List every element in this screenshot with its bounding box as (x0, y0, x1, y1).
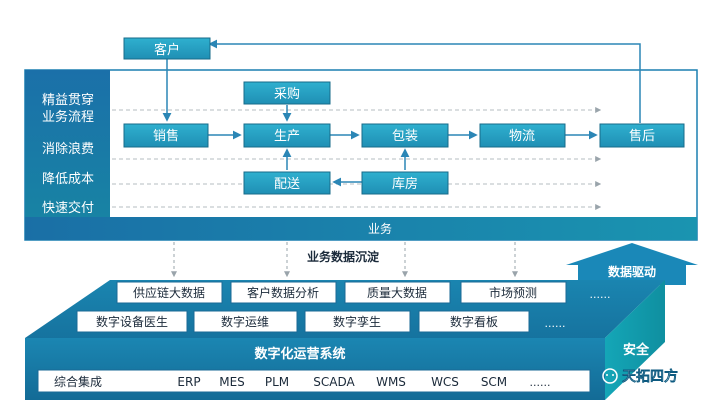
business-band (25, 217, 697, 240)
left-panel (25, 70, 110, 240)
after-sales-box: 售后 (599, 123, 685, 148)
packaging-box: 包装 (361, 123, 449, 148)
logistics-label: 物流 (509, 129, 535, 144)
flow-guidelines (112, 107, 602, 210)
logistics-box: 物流 (479, 123, 566, 148)
left-line-4: 降低成本 (42, 172, 94, 187)
digital-more: ...... (545, 317, 566, 330)
big-data-item-4-label: 市场预测 (489, 285, 537, 300)
customer-box: 客户 (123, 37, 211, 60)
production-label: 生产 (274, 129, 300, 144)
watermark-text: 天拓四方 (622, 368, 678, 385)
after-sales-label: 售后 (629, 128, 655, 144)
distribution-label: 配送 (274, 177, 300, 192)
wechat-icon (602, 368, 618, 384)
digital-item-3-label: 数字孪生 (333, 314, 381, 329)
digital-item-4-label: 数字看板 (450, 314, 498, 329)
digital-item-1-label: 数字设备医生 (96, 314, 168, 329)
digital-row: 数字设备医生 数字运维 数字孪生 数字看板 ...... (76, 310, 566, 333)
flow-arrows (162, 39, 641, 187)
system-scm: SCM (481, 375, 507, 389)
business-label: 业务 (368, 221, 392, 236)
system-scada: SCADA (313, 375, 355, 389)
business-frame (24, 69, 698, 241)
digital-item-1: 数字设备医生 (76, 310, 188, 333)
integration-bar: 综合集成 ERP MES PLM SCADA WMS WCS SCM .....… (37, 369, 591, 393)
procurement-box: 采购 (243, 81, 331, 105)
big-data-more: ...... (590, 288, 611, 301)
big-data-item-3-label: 质量大数据 (367, 285, 427, 300)
big-data-item-2-label: 客户数据分析 (247, 285, 319, 300)
left-line-1: 精益贯穿 (42, 92, 94, 108)
system-mes: MES (219, 375, 245, 389)
sedimentation-label: 业务数据沉淀 (307, 249, 380, 264)
sales-label: 销售 (153, 128, 179, 144)
left-panel-text: 精益贯穿 业务流程 消除浪费 降低成本 快速交付 (42, 92, 94, 216)
warehouse-box: 库房 (361, 171, 449, 195)
digital-item-4: 数字看板 (418, 310, 530, 333)
system-plm: PLM (265, 375, 289, 389)
system-wcs: WCS (431, 375, 459, 389)
distribution-box: 配送 (243, 171, 331, 195)
packaging-label: 包装 (392, 129, 418, 144)
sales-box: 销售 (123, 123, 209, 148)
digital-item-2-label: 数字运维 (221, 314, 269, 329)
customer-label: 客户 (154, 42, 180, 58)
left-line-3: 消除浪费 (42, 142, 94, 157)
digital-item-3: 数字孪生 (304, 310, 411, 333)
left-line-5: 快速交付 (42, 200, 94, 216)
procurement-label: 采购 (274, 86, 300, 102)
big-data-item-1-label: 供应链大数据 (133, 285, 205, 300)
platform-title: 数字化运营系统 (254, 346, 345, 362)
production-box: 生产 (243, 123, 331, 148)
digital-item-2: 数字运维 (193, 310, 298, 333)
system-erp: ERP (177, 375, 200, 389)
system-wms: WMS (376, 375, 406, 389)
left-line-2: 业务流程 (42, 109, 94, 125)
systems-more: ...... (530, 376, 551, 389)
warehouse-label: 库房 (392, 176, 418, 192)
process-boxes: 客户 采购 销售 生产 包装 物流 售后 配送 (123, 37, 685, 195)
big-data-row: 供应链大数据 客户数据分析 质量大数据 市场预测 ...... (116, 281, 611, 304)
big-data-item-1: 供应链大数据 (116, 281, 223, 304)
data-driven-arrow: 数据驱动 (566, 243, 698, 285)
data-driven-label: 数据驱动 (608, 264, 656, 279)
watermark: 天拓四方 (602, 368, 678, 385)
big-data-item-3: 质量大数据 (344, 281, 451, 304)
security-label: 安全 (623, 342, 650, 358)
big-data-item-4: 市场预测 (460, 281, 567, 304)
integration-label: 综合集成 (54, 374, 102, 389)
big-data-item-2: 客户数据分析 (230, 281, 337, 304)
